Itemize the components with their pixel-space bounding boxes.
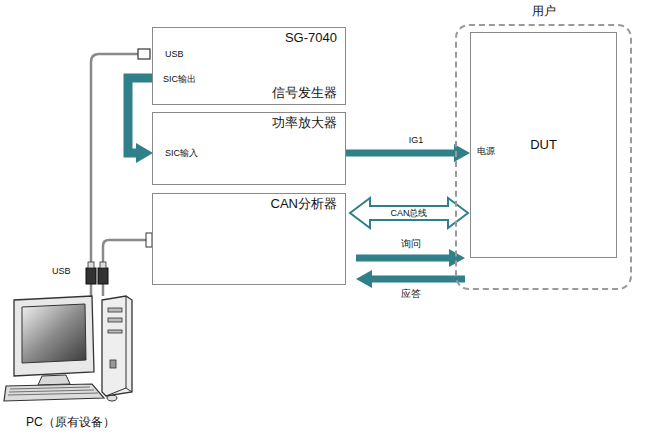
port-label: USB — [52, 266, 71, 276]
amplifier-box: 功率放大器 SIC输入 — [152, 112, 346, 185]
usb-plug — [88, 262, 94, 268]
arrow-shape — [350, 198, 468, 228]
device-title: CAN分析器 — [271, 197, 337, 212]
signal-generator-box: SG-7040 信号发生器 USB SIC输出 — [152, 27, 346, 105]
usb-plug — [98, 268, 108, 284]
arrow-shape — [136, 143, 153, 163]
user-region: 用户DUT电源 — [455, 24, 632, 290]
region-title: 用户 — [532, 5, 556, 19]
port-label: SIC输出 — [163, 74, 196, 84]
connector-arrow — [346, 144, 470, 162]
bus-label: CAN总线 — [388, 208, 429, 218]
port-label: SIC输入 — [165, 148, 198, 158]
can-analyzer-box: CAN分析器 — [152, 193, 346, 285]
pc-keyboard — [4, 384, 117, 401]
usb-cable — [91, 54, 147, 296]
port-label: 电源 — [477, 146, 495, 156]
usb-plug — [100, 262, 106, 268]
connector-arrow — [350, 198, 468, 228]
usb-plug — [86, 268, 96, 284]
port-label: USB — [165, 49, 184, 59]
arrow-shape — [356, 270, 465, 288]
pc-monitor — [14, 296, 94, 385]
device-caption: PC（原有设备） — [26, 416, 115, 430]
dut-box: DUT 电源 — [470, 32, 617, 258]
signal-line — [128, 78, 152, 153]
device-title: 信号发生器 — [272, 86, 337, 101]
message-label: 应答 — [399, 288, 423, 300]
pc-tower — [102, 296, 132, 396]
message-label: 询问 — [399, 238, 423, 250]
device-title: DUT — [530, 138, 557, 153]
signal-label: IG1 — [407, 135, 426, 145]
device-title: 功率放大器 — [272, 116, 337, 131]
arrow-shape — [356, 249, 465, 267]
device-name: SG-7040 — [285, 31, 337, 46]
connector-arrow — [128, 78, 153, 163]
connector-arrow — [356, 270, 465, 288]
connector-arrow — [356, 249, 465, 267]
usb-plug — [138, 49, 150, 59]
arrow-shape — [346, 144, 470, 162]
